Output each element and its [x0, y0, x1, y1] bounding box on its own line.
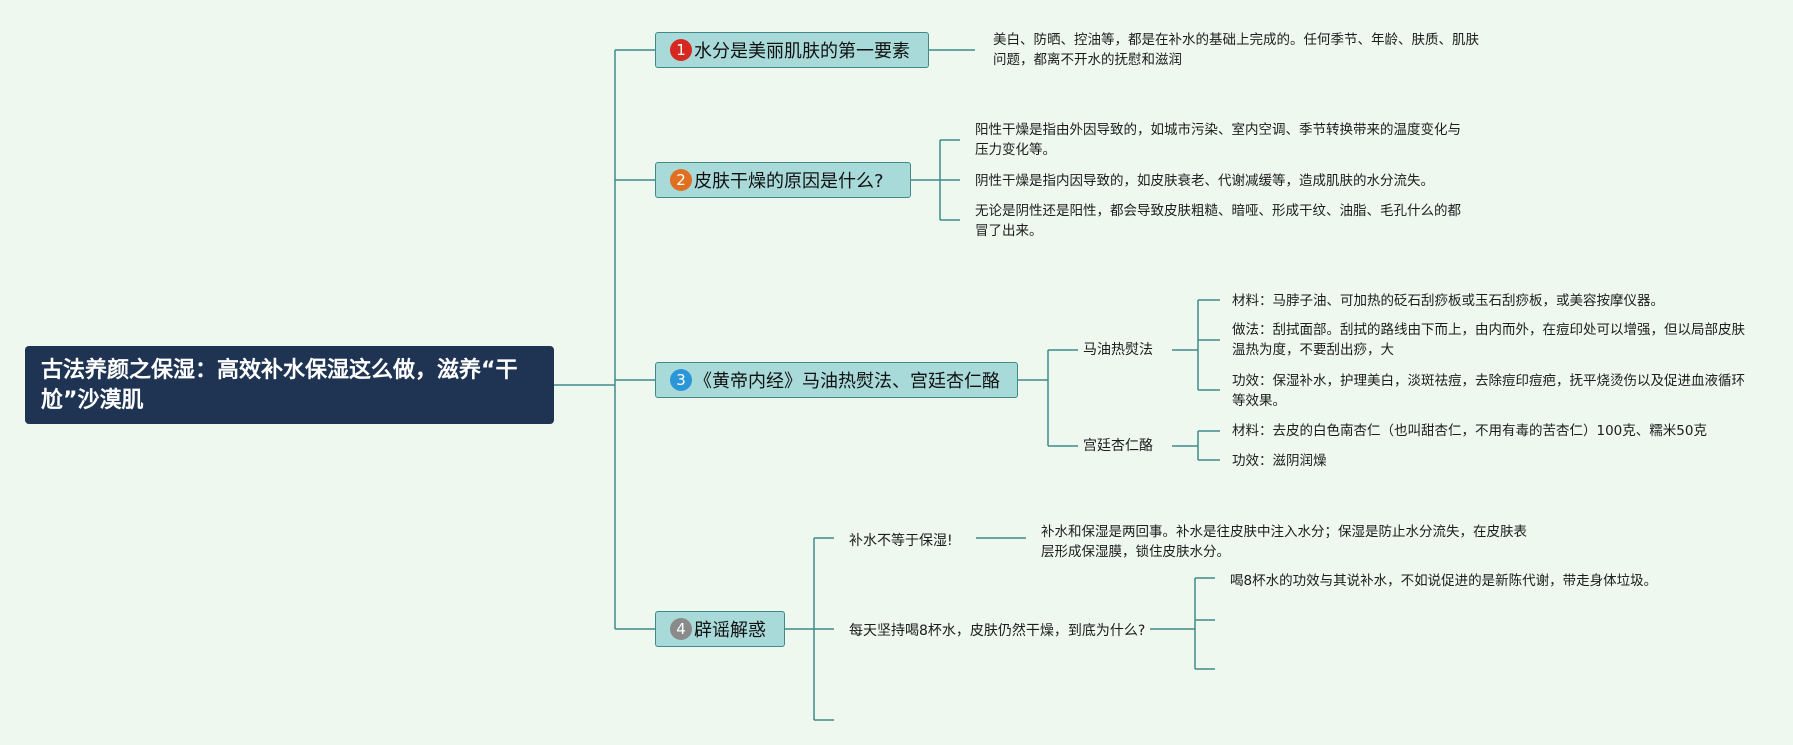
hydrate-vs-moisturize-note: 补水和保湿是两回事。补水是往皮肤中注入水分；保湿是防止水分流失，在皮肤表层形成保…	[1041, 524, 1527, 560]
branch-3-topic[interactable]: 3 《黄帝内经》马油热熨法、宫廷杏仁酪	[655, 362, 1018, 398]
number-badge-4: 4	[670, 618, 692, 640]
branch-2-topic[interactable]: 2 皮肤干燥的原因是什么?	[655, 162, 911, 198]
branch-2-note-3: 无论是阴性还是阳性，都会导致皮肤粗糙、暗哑、形成干纹、油脂、毛孔什么的都冒了出来…	[975, 203, 1461, 239]
subtopic-horse-oil[interactable]: 马油热熨法	[1083, 342, 1153, 358]
branch-3-label: 《黄帝内经》马油热熨法、宫廷杏仁酪	[694, 371, 1000, 392]
horse-oil-note-method: 做法：刮拭面部。刮拭的路线由下而上，由内而外，在痘印处可以增强，但以局部皮肤温热…	[1232, 322, 1745, 358]
branch-2-note-1: 阳性干燥是指由外因导致的，如城市污染、室内空调、季节转换带来的温度变化与压力变化…	[975, 122, 1461, 158]
subtopic-almond-pudding[interactable]: 宫廷杏仁酪	[1083, 438, 1153, 454]
eight-glasses-note: 喝8杯水的功效与其说补水，不如说促进的是新陈代谢，带走身体垃圾。	[1230, 573, 1658, 589]
branch-1-topic[interactable]: 1 水分是美丽肌肤的第一要素	[655, 32, 929, 68]
number-badge-2: 2	[670, 169, 692, 191]
almond-note-materials: 材料：去皮的白色南杏仁（也叫甜杏仁，不用有毒的苦杏仁）100克、糯米50克	[1232, 423, 1707, 439]
branch-4-topic[interactable]: 4 辟谣解惑	[655, 611, 785, 647]
almond-note-effect: 功效：滋阴润燥	[1232, 453, 1327, 469]
branch-1-label: 水分是美丽肌肤的第一要素	[694, 41, 910, 62]
horse-oil-note-effect: 功效：保湿补水，护理美白，淡斑祛痘，去除痘印痘疤，抚平烧烫伤以及促进血液循环等效…	[1232, 373, 1745, 409]
branch-2-label: 皮肤干燥的原因是什么?	[694, 171, 884, 192]
branch-1-note: 美白、防晒、控油等，都是在补水的基础上完成的。任何季节、年龄、肤质、肌肤问题，都…	[993, 32, 1479, 68]
branch-2-note-2: 阴性干燥是指内因导致的，如皮肤衰老、代谢减缓等，造成肌肤的水分流失。	[975, 173, 1434, 189]
number-badge-3: 3	[670, 369, 692, 391]
subtopic-eight-glasses[interactable]: 每天坚持喝8杯水，皮肤仍然干燥，到底为什么?	[849, 623, 1146, 639]
branch-4-label: 辟谣解惑	[694, 620, 766, 641]
number-badge-1: 1	[670, 39, 692, 61]
root-topic[interactable]: 古法养颜之保湿：高效补水保湿这么做，滋养“干尬”沙漠肌	[25, 346, 554, 424]
subtopic-hydrate-vs-moisturize[interactable]: 补水不等于保湿!	[849, 533, 953, 549]
horse-oil-note-materials: 材料：马脖子油、可加热的砭石刮痧板或玉石刮痧板，或美容按摩仪器。	[1232, 293, 1664, 309]
